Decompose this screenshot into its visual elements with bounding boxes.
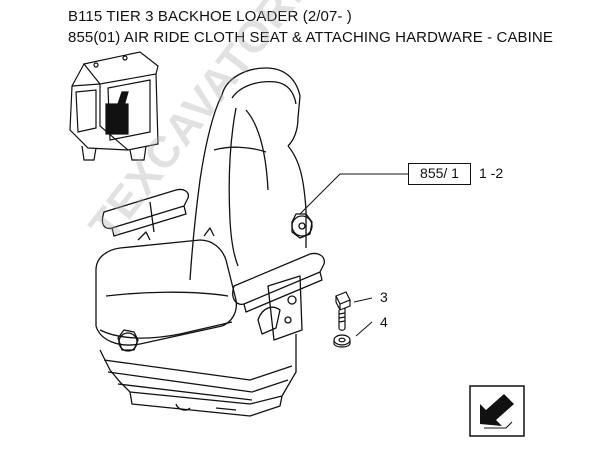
leader-lines [299,173,408,337]
washer-part [333,334,351,348]
cab-thumbnail-icon [69,51,159,161]
item-3-label: 3 [380,289,388,305]
next-page-arrow-icon[interactable] [469,385,525,437]
item-4-label: 4 [380,314,388,330]
diagram-title-section: 855(01) AIR RIDE CLOTH SEAT & ATTACHING … [68,29,553,46]
air-ride-seat [95,67,325,417]
diagram-title-model: B115 TIER 3 BACKHOE LOADER (2/07- ) [68,8,352,25]
item-range-label: 1 -2 [479,165,504,181]
adjust-knob [117,329,139,352]
adjust-knob [291,213,313,239]
bolt-part [335,291,351,331]
part-reference-box[interactable]: 855/ 1 [408,163,471,185]
